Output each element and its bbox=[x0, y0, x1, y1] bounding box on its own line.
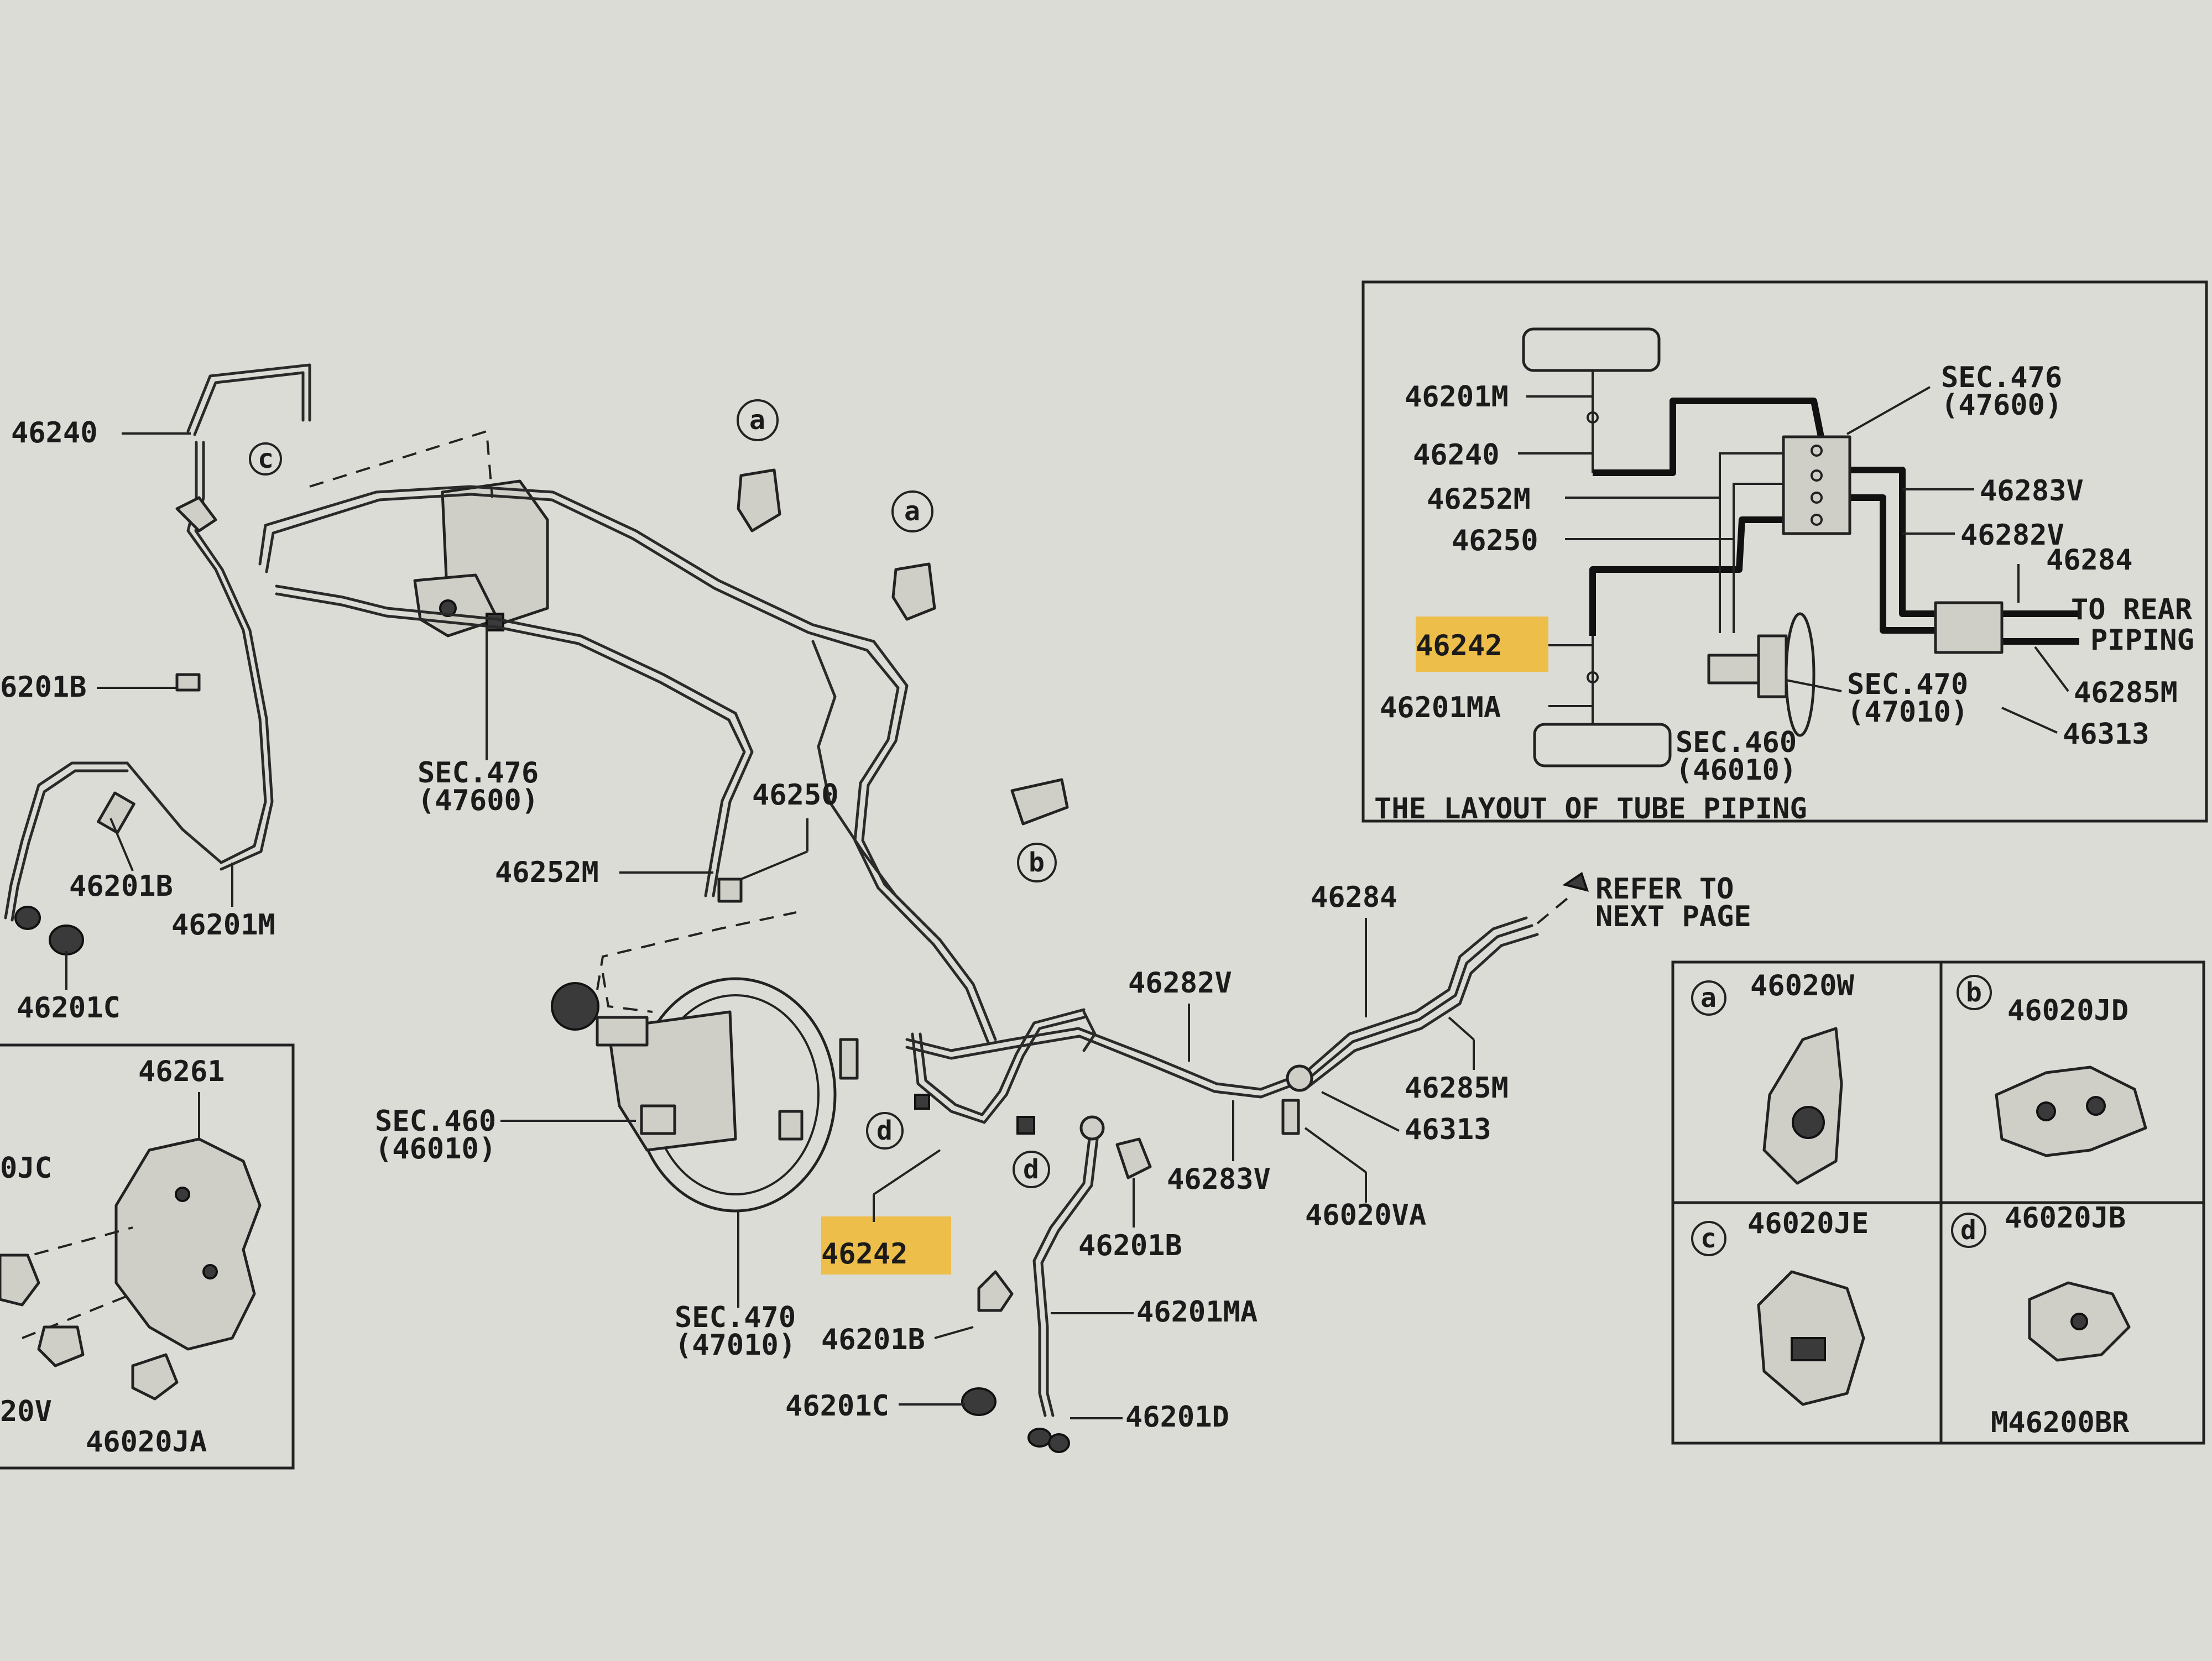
inset-label-46201ma: 46201MA bbox=[1380, 691, 1501, 724]
clip-part-46020w: 46020W bbox=[1750, 969, 1855, 1002]
label-0jc: 0JC bbox=[0, 1152, 52, 1185]
inset-label-46242: 46242 bbox=[1416, 629, 1503, 662]
label-46313: 46313 bbox=[1405, 1113, 1491, 1146]
label-46252m: 46252M bbox=[495, 856, 599, 889]
label-20v: 20V bbox=[0, 1395, 52, 1428]
main-brake-piping bbox=[258, 430, 1589, 1135]
label-46020va: 46020VA bbox=[1305, 1199, 1426, 1232]
label-sec470: SEC.470 bbox=[675, 1301, 796, 1334]
label-next-page: NEXT PAGE bbox=[1595, 900, 1751, 933]
inset-label-sec460: SEC.460 bbox=[1676, 726, 1797, 759]
left-hose-assembly: c bbox=[4, 363, 311, 955]
inset-label-46313: 46313 bbox=[2063, 718, 2150, 751]
inset-label-sec470-code: (47010) bbox=[1847, 696, 1968, 729]
mark-d-main2: d bbox=[1023, 1154, 1039, 1185]
label-46201m-left: 46201M bbox=[171, 908, 275, 942]
inset-title: THE LAYOUT OF TUBE PIPING bbox=[1374, 792, 1807, 826]
inset-label-46282v: 46282V bbox=[1960, 519, 2064, 552]
front-hose-assembly bbox=[961, 1115, 1152, 1453]
label-46285m: 46285M bbox=[1405, 1072, 1509, 1105]
label-46242-main: 46242 bbox=[821, 1237, 908, 1271]
label-46201b-mid: 46201B bbox=[1078, 1229, 1182, 1262]
clip-detail-inset: a 46020W b 46020JD c 46020JE d 46020JB M… bbox=[1671, 960, 2205, 1445]
label-sec476-code: (47600) bbox=[418, 784, 539, 817]
label-46261: 46261 bbox=[138, 1055, 225, 1088]
label-46240: 46240 bbox=[11, 416, 98, 450]
tube-layout-inset: 46201M 46240 46252M 46250 46242 46201MA … bbox=[1361, 280, 2208, 826]
clip-mark-b: b bbox=[1966, 977, 1982, 1008]
inset-label-sec476: SEC.476 bbox=[1941, 361, 2062, 394]
mark-c-left: c bbox=[258, 443, 274, 474]
diagram-code: M46200BR bbox=[1991, 1406, 2130, 1439]
label-46201d: 46201D bbox=[1125, 1401, 1229, 1434]
highlight-46242-main bbox=[821, 1216, 951, 1275]
mark-a-top1: a bbox=[749, 405, 765, 436]
label-sec460: SEC.460 bbox=[375, 1105, 496, 1138]
inset-label-46283v: 46283V bbox=[1980, 474, 2084, 508]
label-sec470-code: (47010) bbox=[675, 1329, 796, 1362]
label-46201b-left: 46201B bbox=[69, 870, 173, 903]
label-46282v: 46282V bbox=[1128, 967, 1232, 1000]
mark-a-top2: a bbox=[904, 496, 920, 527]
clip-mark-d: d bbox=[1960, 1215, 1976, 1246]
label-46283v: 46283V bbox=[1167, 1163, 1271, 1196]
inset-label-46240: 46240 bbox=[1413, 438, 1500, 472]
inset-label-46201m: 46201M bbox=[1405, 380, 1509, 414]
inset-label-to-rear: TO REAR bbox=[2071, 593, 2193, 626]
inset-label-46285m: 46285M bbox=[2074, 676, 2178, 709]
label-46020ja: 46020JA bbox=[86, 1425, 207, 1459]
clip-part-46020jd: 46020JD bbox=[2007, 994, 2128, 1027]
mark-b-main: b bbox=[1029, 847, 1045, 878]
label-6201b-left: 6201B bbox=[0, 671, 87, 704]
clip-part-46020jb: 46020JB bbox=[2005, 1202, 2126, 1235]
label-sec460-code: (46010) bbox=[375, 1132, 496, 1166]
label-46201c-low: 46201C bbox=[785, 1390, 889, 1423]
inset-label-sec470: SEC.470 bbox=[1847, 668, 1968, 701]
left-bracket-inset: 46261 0JC 20V 46020JA bbox=[0, 1043, 295, 1470]
brake-booster: d d bbox=[551, 977, 1050, 1213]
label-46201c-left: 46201C bbox=[17, 991, 121, 1025]
label-46250: 46250 bbox=[752, 779, 839, 812]
clip-mark-a: a bbox=[1700, 983, 1717, 1014]
label-46201ma: 46201MA bbox=[1136, 1296, 1258, 1329]
highlight-46242-inset bbox=[1416, 617, 1548, 672]
clip-mark-c: c bbox=[1700, 1223, 1717, 1254]
label-46201b-low: 46201B bbox=[821, 1323, 925, 1356]
label-sec476: SEC.476 bbox=[418, 756, 539, 790]
mark-d-main1: d bbox=[877, 1115, 893, 1146]
label-46284: 46284 bbox=[1311, 881, 1397, 914]
inset-label-piping: PIPING bbox=[2090, 624, 2194, 657]
inset-label-46284: 46284 bbox=[2046, 544, 2133, 577]
inset-label-sec460-code: (46010) bbox=[1676, 754, 1797, 787]
label-refer-to: REFER TO bbox=[1595, 873, 1734, 906]
inset-label-sec476-code: (47600) bbox=[1941, 389, 2062, 422]
clip-markers-top: a a b bbox=[737, 399, 1069, 882]
inset-label-46250: 46250 bbox=[1452, 524, 1538, 557]
inset-label-46252m: 46252M bbox=[1427, 483, 1531, 516]
clip-part-46020je: 46020JE bbox=[1747, 1207, 1869, 1240]
